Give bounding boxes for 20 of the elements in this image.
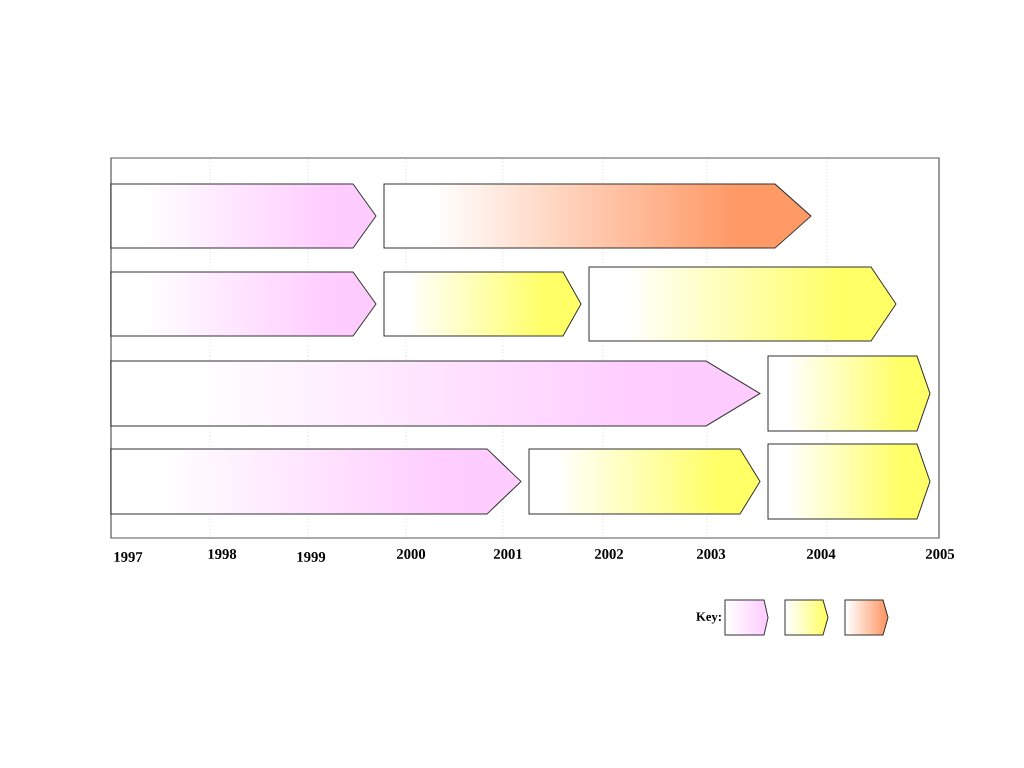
key-title: Key: [696, 612, 721, 624]
chevron-bar [767, 355, 931, 432]
chevron-bar [383, 183, 812, 249]
chevron-bar [110, 360, 761, 427]
axis-label: 2003 [696, 549, 726, 559]
chevron-bar [110, 183, 377, 249]
axis-label: 1998 [208, 549, 237, 559]
chevron-bar [110, 448, 522, 515]
axis-label: 1997 [114, 552, 143, 562]
chevron-bar [110, 271, 377, 337]
axis-label: 1999 [297, 552, 326, 562]
axis-label: 2000 [396, 549, 426, 559]
chevron-bar [588, 266, 897, 342]
chevron-bar [767, 443, 931, 520]
chevron-bar [383, 271, 582, 337]
axis-label: 2005 [925, 549, 955, 559]
axis-label: 2004 [806, 549, 836, 559]
chevron-bar [528, 448, 761, 515]
axis-label: 2001 [493, 549, 522, 559]
axis-label: 2002 [594, 549, 624, 559]
